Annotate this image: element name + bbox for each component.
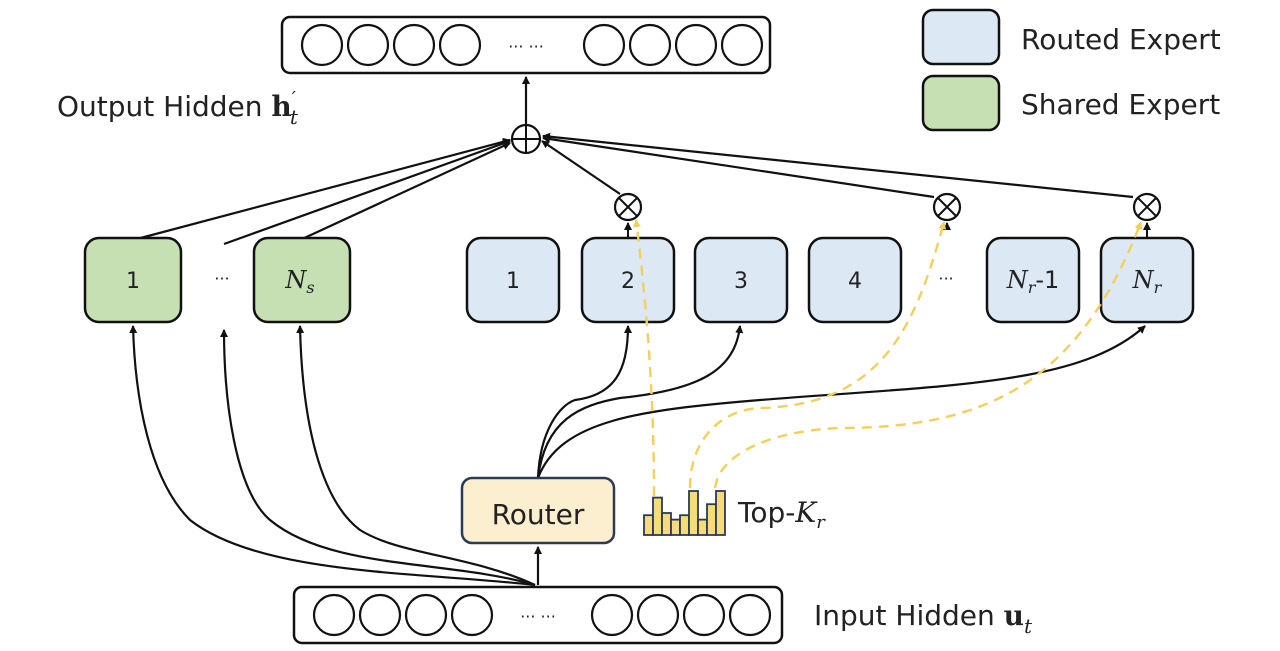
multiply-operator bbox=[932, 192, 962, 230]
legend-shared-label: Shared Expert bbox=[1021, 88, 1220, 121]
topk-bar bbox=[679, 514, 690, 536]
legend-shared-swatch bbox=[921, 74, 1001, 132]
output-hidden-label: Output Hidden h′t bbox=[57, 88, 299, 129]
legend-routed-swatch bbox=[921, 8, 1001, 66]
legend-routed-label: Routed Expert bbox=[1021, 23, 1221, 56]
topk-bar bbox=[661, 512, 672, 536]
input-neuron bbox=[590, 593, 634, 637]
routed-expert-5: Nr-1 bbox=[985, 236, 1081, 324]
output-neuron bbox=[582, 23, 626, 67]
svg-text:3: 3 bbox=[734, 269, 748, 294]
topk-bar bbox=[688, 490, 699, 536]
topk-bar bbox=[643, 514, 654, 536]
input-neuron bbox=[312, 593, 356, 637]
input-ellipsis: ··· ··· bbox=[520, 607, 556, 626]
multiply-operator bbox=[613, 192, 643, 238]
output-ellipsis: ··· ··· bbox=[508, 37, 544, 56]
topk-label: Top-Kr bbox=[737, 496, 826, 533]
svg-text:Nr: Nr bbox=[1132, 266, 1163, 297]
routed-expert-1: 1 bbox=[465, 236, 561, 324]
shared-expert-1: 1 bbox=[83, 236, 183, 324]
output-neuron bbox=[392, 23, 436, 67]
topk-bar bbox=[670, 518, 681, 536]
output-neuron bbox=[628, 23, 672, 67]
input-neuron bbox=[682, 593, 726, 637]
input-neuron bbox=[450, 593, 494, 637]
output-neuron bbox=[720, 23, 764, 67]
output-neuron bbox=[674, 23, 718, 67]
topk-bar bbox=[706, 503, 717, 536]
svg-text:Ns: Ns bbox=[284, 266, 314, 297]
svg-text:4: 4 bbox=[848, 269, 862, 294]
router-to-expert-connections bbox=[536, 325, 1146, 479]
topk-bar bbox=[715, 490, 726, 536]
sum-operator bbox=[510, 123, 542, 155]
input-hidden-layer: ··· ··· bbox=[292, 585, 784, 645]
shared-expert-ns: Ns bbox=[252, 236, 352, 324]
gating-connections bbox=[632, 219, 1143, 497]
router: Router bbox=[460, 476, 616, 545]
legend: Routed Expert Shared Expert bbox=[921, 8, 1221, 132]
expert-to-sum-connections bbox=[132, 76, 1134, 246]
routed-expert-3: 3 bbox=[693, 236, 789, 324]
output-neuron bbox=[300, 23, 344, 67]
routed-expert-2: 2 bbox=[580, 236, 676, 324]
input-hidden-label: Input Hidden ut bbox=[814, 599, 1033, 638]
output-neuron bbox=[438, 23, 482, 67]
shared-ellipsis: ··· bbox=[214, 269, 229, 288]
svg-text:1: 1 bbox=[126, 269, 140, 294]
svg-text:1: 1 bbox=[506, 269, 520, 294]
input-neuron bbox=[636, 593, 680, 637]
input-neuron bbox=[728, 593, 772, 637]
svg-text:2: 2 bbox=[621, 269, 635, 294]
input-neuron bbox=[404, 593, 448, 637]
multiply-operator bbox=[1132, 192, 1162, 238]
output-hidden-layer: ··· ··· bbox=[280, 15, 772, 75]
routed-expert-4: 4 bbox=[807, 236, 903, 324]
topk-bar bbox=[652, 496, 663, 536]
input-to-shared-connections bbox=[129, 325, 542, 587]
svg-text:Nr-1: Nr-1 bbox=[1006, 266, 1060, 297]
topk-histogram bbox=[643, 490, 726, 536]
output-neuron bbox=[346, 23, 390, 67]
router-label: Router bbox=[492, 498, 585, 531]
topk-bar bbox=[697, 518, 708, 536]
input-neuron bbox=[358, 593, 402, 637]
routed-ellipsis: ··· bbox=[938, 269, 953, 288]
